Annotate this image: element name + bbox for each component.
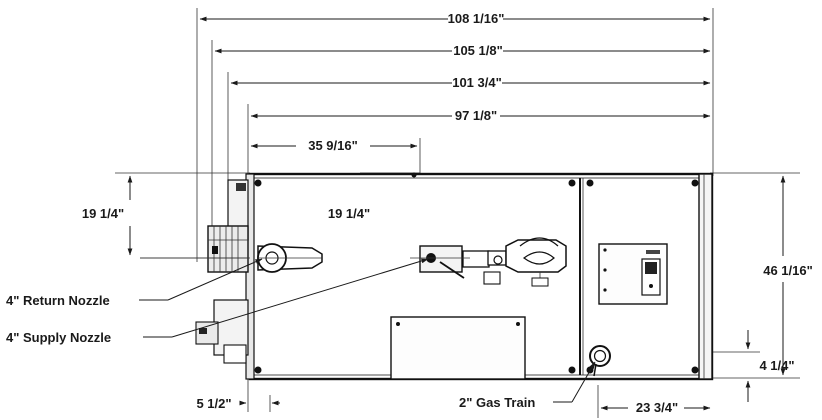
dim-return-height: 19 1/4": [82, 206, 124, 221]
gas-train-port: [589, 345, 611, 377]
callout-return-nozzle: 4" Return Nozzle: [6, 293, 110, 308]
dim-overall-length: 108 1/16": [448, 11, 505, 26]
callout-gas-train: 2" Gas Train: [459, 395, 535, 410]
callout-supply-nozzle: 4" Supply Nozzle: [6, 330, 111, 345]
dim-length-2: 105 1/8": [453, 43, 503, 58]
dim-gas-height: 4 1/4": [759, 358, 794, 373]
return-nozzle-assembly: [195, 179, 249, 364]
corner-bolts: [254, 172, 699, 380]
dimension-lines: [127, 16, 786, 411]
dim-supply-height: 19 1/4": [328, 206, 370, 221]
leader-lines: [139, 258, 596, 403]
dim-left-offset: 5 1/2": [196, 396, 231, 411]
dim-length-3: 101 3/4": [452, 75, 502, 90]
dim-burner-offset: 35 9/16": [308, 138, 358, 153]
dim-overall-height: 46 1/16": [763, 263, 813, 278]
supply-nozzle-assembly: [419, 237, 567, 287]
boiler-body: [245, 172, 714, 381]
burner-fan-assembly: [257, 243, 323, 273]
dim-gas-offset: 23 3/4": [636, 400, 678, 415]
dim-cabinet-length: 97 1/8": [455, 108, 497, 123]
